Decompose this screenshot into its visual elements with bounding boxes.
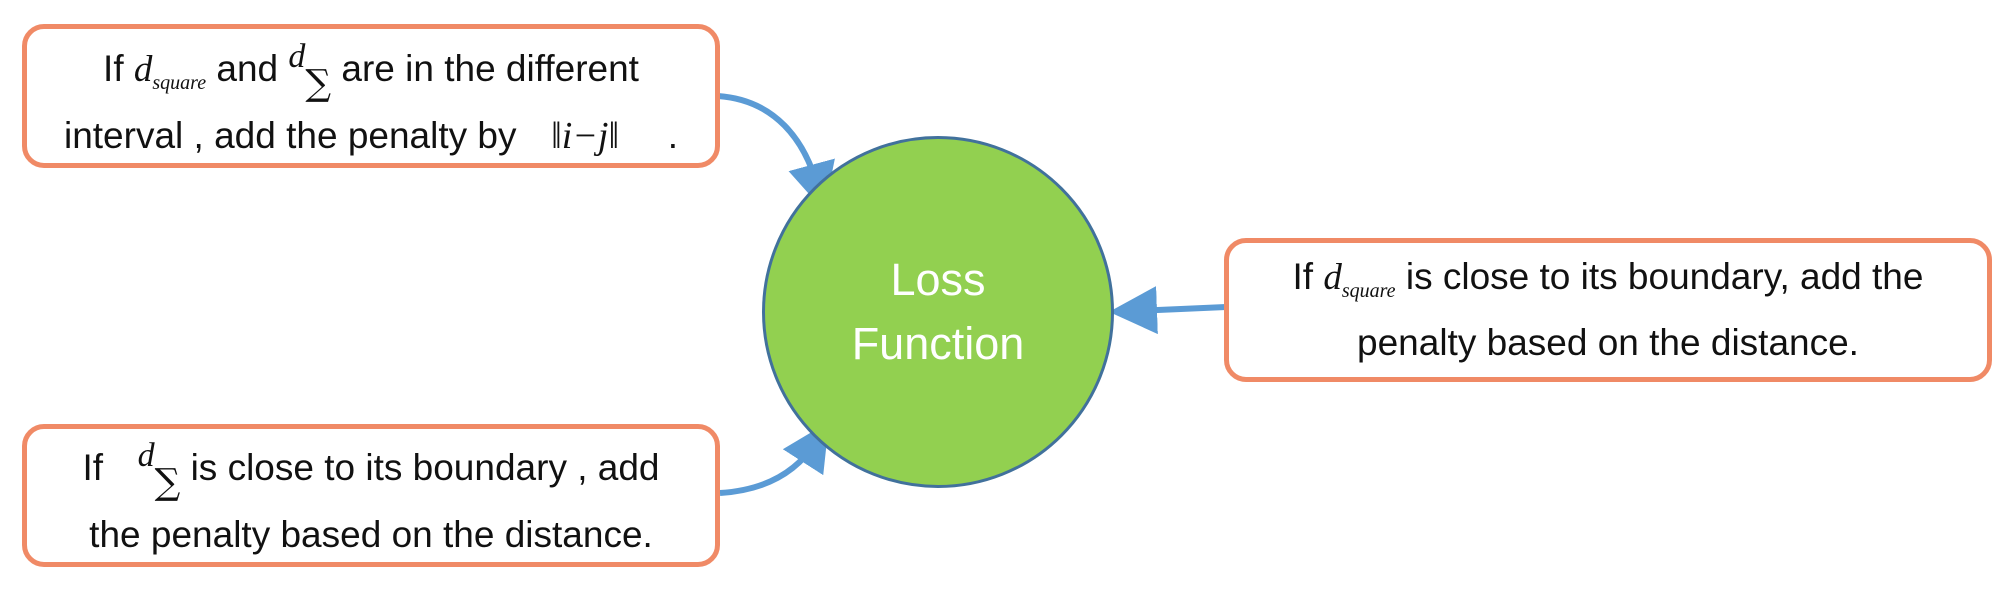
and-word: and <box>216 47 279 89</box>
right-condition-box: If dsquare is close to its boundary, add… <box>1224 238 1992 382</box>
top-left-line-1: If dsquare and d∑ are in the different <box>103 31 639 110</box>
arrow-right <box>1109 286 1227 335</box>
right-line-1: If dsquare is close to its boundary, add… <box>1293 251 1924 317</box>
loss-function-node: Loss Function <box>762 136 1114 488</box>
right-text-2: penalty based on the distance. <box>1357 322 1859 363</box>
if-word: If <box>103 47 124 89</box>
d-sigma-symbol: d∑ <box>288 37 332 104</box>
arrow-top-left <box>717 93 835 212</box>
right-line-2: penalty based on the distance. <box>1357 317 1859 369</box>
if-word: If <box>1292 256 1314 297</box>
norm-i-minus-j: ‖i−j‖ <box>551 114 620 157</box>
bottom-left-text-2: the penalty based on the distance. <box>89 514 653 555</box>
function-label: Function <box>851 318 1025 369</box>
bottom-left-line-2: the penalty based on the distance. <box>89 509 653 561</box>
bottom-left-line-1: If d∑ is close to its boundary , add <box>82 430 659 509</box>
d-square-symbol: dsquare <box>1323 257 1396 302</box>
d-sigma-symbol: d∑ <box>137 437 181 503</box>
period: . <box>667 114 679 156</box>
loss-label: Loss <box>890 254 986 305</box>
top-left-text-1: are in the different <box>341 47 639 89</box>
arrow-bottom-left <box>719 421 829 496</box>
bottom-left-text-1: is close to its boundary , add <box>190 447 660 488</box>
top-left-line-2: interval , add the penalty by ‖i−j‖ . <box>64 110 678 162</box>
right-text-1: is close to its boundary, add the <box>1405 256 1924 297</box>
bottom-left-condition-box: If d∑ is close to its boundary , add the… <box>22 424 720 567</box>
top-left-text-2: interval , add the penalty by <box>63 114 517 156</box>
d-square-symbol: dsquare <box>133 48 207 94</box>
top-left-condition-box: If dsquare and d∑ are in the different i… <box>22 24 720 168</box>
if-word: If <box>82 447 104 488</box>
